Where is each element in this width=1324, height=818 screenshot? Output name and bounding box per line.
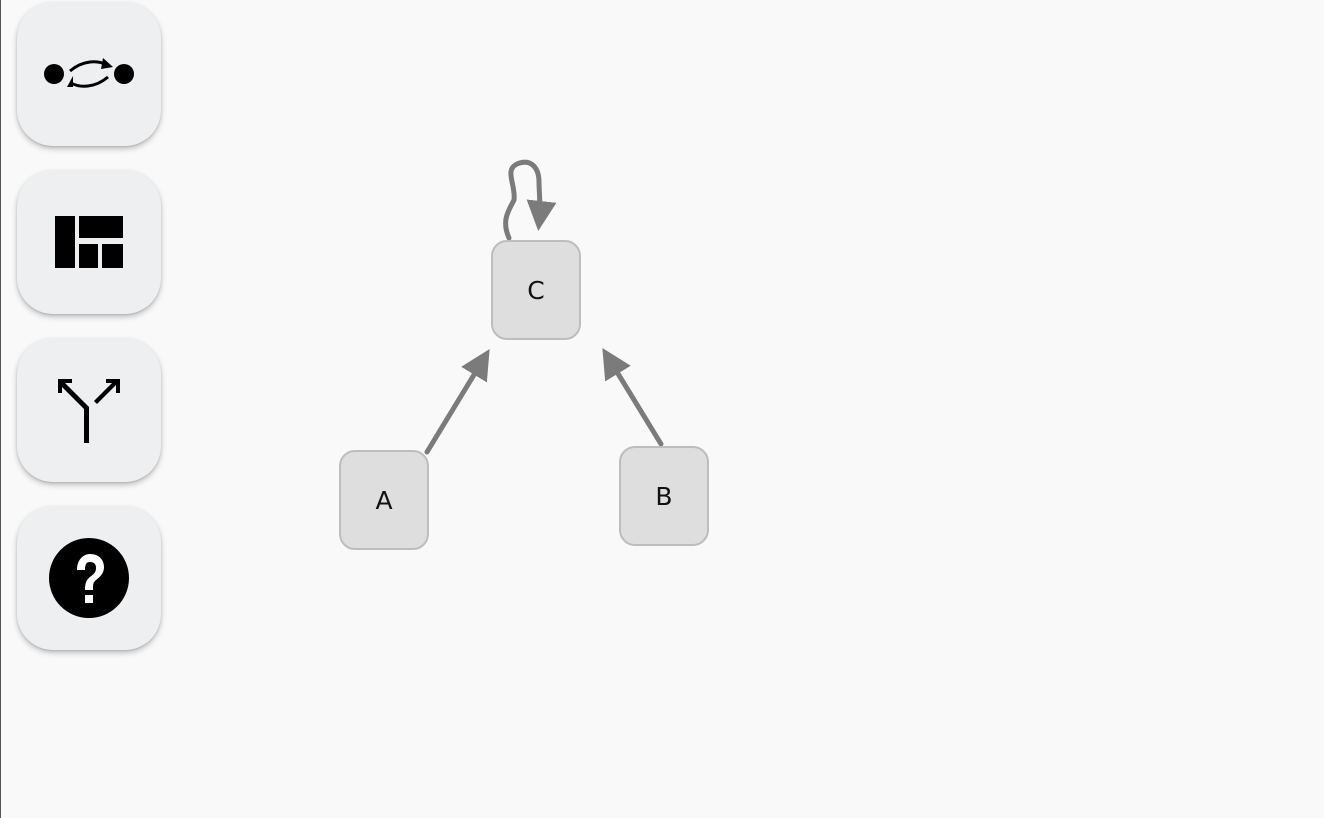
help-icon [49, 538, 129, 618]
edge-c-to-c[interactable] [503, 159, 557, 241]
node-c[interactable]: C [491, 240, 581, 340]
node-a-label: A [375, 485, 393, 515]
node-b-label: B [655, 481, 673, 511]
edge-b-to-c[interactable] [602, 348, 664, 447]
connect-nodes-button[interactable] [17, 2, 161, 146]
edge-a-to-c[interactable] [424, 349, 490, 455]
connect-nodes-icon [44, 58, 134, 88]
help-button[interactable] [17, 506, 161, 650]
split-arrows-icon [58, 379, 120, 443]
node-b[interactable]: B [619, 446, 709, 546]
layout-button[interactable] [17, 170, 161, 314]
layout-icon [55, 216, 123, 268]
node-a[interactable]: A [339, 450, 429, 550]
node-c-label: C [527, 275, 545, 305]
split-button[interactable] [17, 338, 161, 482]
